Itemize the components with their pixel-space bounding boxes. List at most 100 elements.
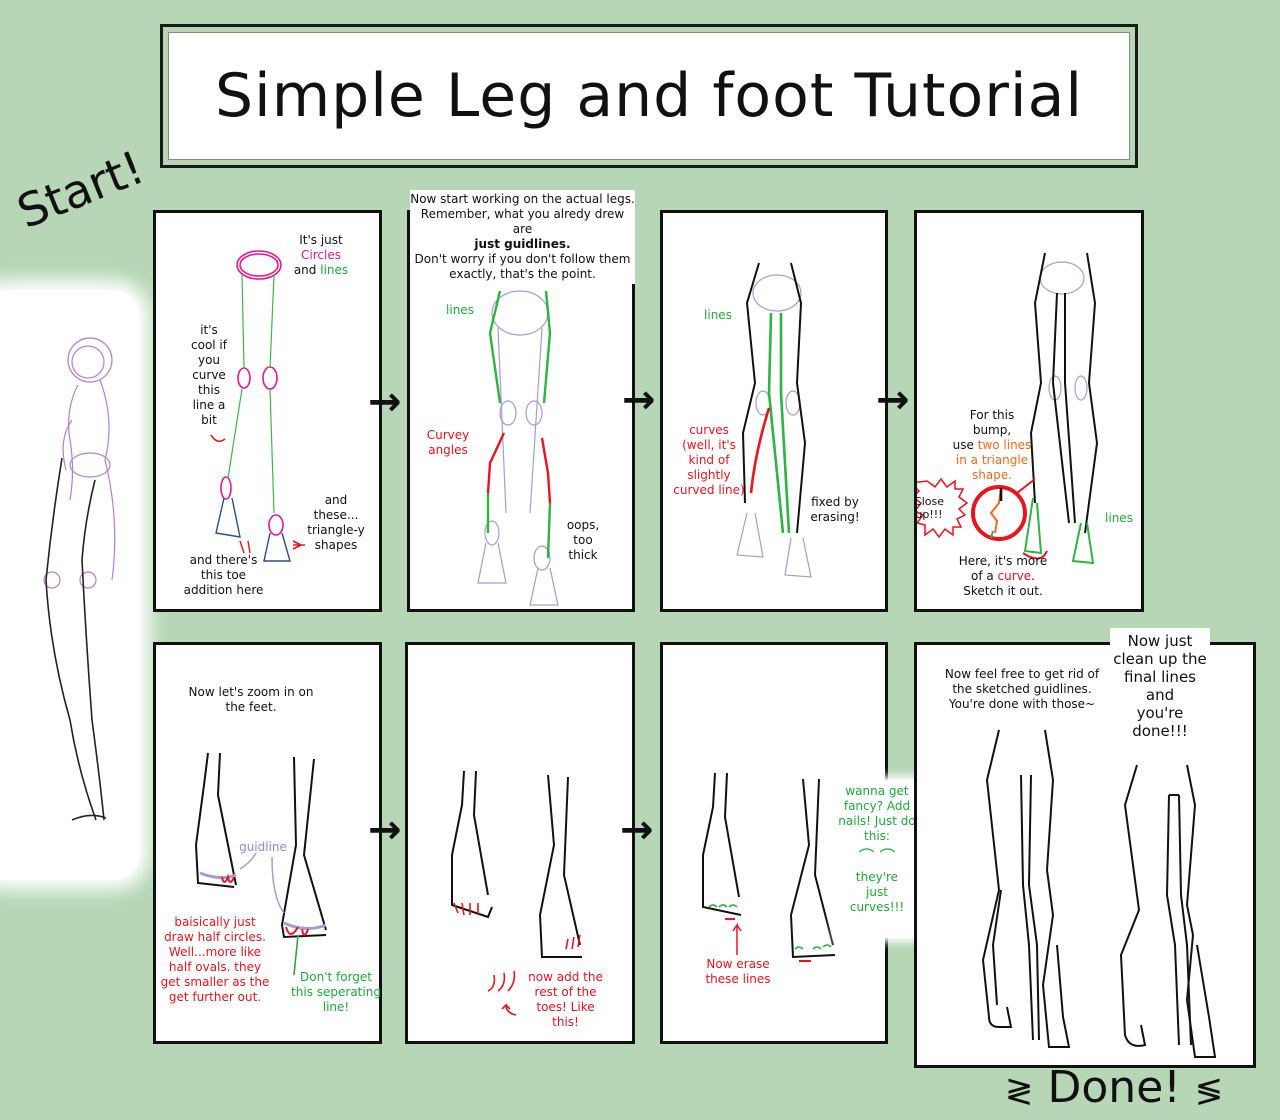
- separating-note: Don't forget this seperating line!: [291, 970, 381, 1015]
- page-title: Simple Leg and foot Tutorial: [214, 61, 1084, 131]
- note-line: the feet.: [225, 700, 277, 714]
- note-line: Well...more like: [168, 945, 262, 959]
- note-line: get smaller as the: [160, 975, 270, 989]
- note-line: this seperating: [291, 985, 381, 999]
- note-line: clean up the: [1113, 650, 1207, 668]
- note-line: this!: [552, 1015, 579, 1029]
- note-lines: lines: [320, 263, 349, 277]
- note-line: these lines: [705, 972, 771, 986]
- note-line: up!!!: [915, 508, 943, 521]
- full-body-sketch-area: [0, 290, 140, 880]
- note-line: now add the: [528, 970, 603, 984]
- note-line: (well, it's: [682, 438, 736, 452]
- note-line: fancy? Add: [843, 799, 911, 813]
- note-line: in a triangle: [955, 453, 1029, 467]
- note-line: toes! Like: [536, 1000, 595, 1014]
- note-line: line!: [322, 1000, 350, 1014]
- note-line: curves!!!: [849, 900, 905, 914]
- note-line: Now let's zoom in on: [188, 685, 314, 699]
- header-line: Don't worry if you don't follow them: [414, 252, 631, 266]
- curvey-note: Curvey angles: [418, 428, 478, 458]
- toe-note: and there's this toe addition here: [176, 553, 271, 598]
- guidlines-note: Now feel free to get rid of the sketched…: [937, 667, 1107, 712]
- header-line: Remember, what you alredy drew are: [420, 207, 625, 236]
- note-line: wanna get: [845, 784, 909, 798]
- note-line: For this: [969, 408, 1015, 422]
- panel-7-sketch-icon: [702, 772, 836, 962]
- squiggle-icon: ≶: [1194, 1071, 1224, 1111]
- note-line: you: [197, 353, 221, 367]
- note-and: and: [293, 263, 317, 277]
- clean-up-note: Now just clean up the final lines and yo…: [1110, 628, 1210, 744]
- note-two-lines: two lines: [977, 438, 1032, 452]
- note-line: It's just: [299, 233, 343, 247]
- note-line: oops,: [566, 518, 600, 532]
- note-line: triangle-y: [307, 523, 365, 537]
- header-line: exactly, that's the point.: [449, 267, 596, 281]
- note-line: addition here: [183, 583, 264, 597]
- panel-1-sketch-icon: [210, 250, 305, 562]
- note-line: they're: [855, 870, 899, 884]
- zoom-note: Now let's zoom in on the feet.: [181, 685, 321, 715]
- oops-note: oops, too thick: [560, 518, 606, 563]
- note-line: this:: [864, 829, 890, 843]
- panel-2-sketch-icon: [477, 290, 559, 606]
- panel-6-sketch-icon: [451, 770, 582, 1016]
- note-line: Don't forget: [300, 970, 372, 984]
- note-line: these...: [313, 508, 359, 522]
- note-line: angles: [428, 443, 468, 457]
- bump-note: For this bump, use two lines in a triang…: [937, 408, 1047, 483]
- note-line: Here, it's more: [958, 554, 1048, 568]
- note-of-a: of a: [970, 569, 994, 583]
- note-line: Curvey: [426, 428, 470, 442]
- note-line: slightly: [687, 468, 731, 482]
- done-text: Done!: [1047, 1062, 1181, 1113]
- note-line: Now erase: [706, 957, 770, 971]
- note-line: and there's: [189, 553, 258, 567]
- curve-note: Here, it's more of a curve. Sketch it ou…: [947, 554, 1059, 599]
- note-line: You're done with those~: [948, 697, 1096, 711]
- panel-2-header: Now start working on the actual legs. Re…: [410, 190, 635, 284]
- note-line: kind of: [688, 453, 730, 467]
- note-line: Sketch it out.: [963, 584, 1043, 598]
- note-line: Now just: [1127, 632, 1193, 650]
- note-line: nails! Just do: [838, 814, 916, 828]
- note-curve: curve: [997, 569, 1032, 583]
- panel-5-sketch-icon: [194, 752, 327, 976]
- note-line: erasing!: [810, 510, 860, 524]
- nail-curves-icon: ⌒ ⌒: [858, 847, 896, 866]
- squiggle-icon: ≷: [1005, 1071, 1034, 1111]
- note-line: cool if: [191, 338, 227, 352]
- panel-6-rest-of-toes: now add the rest of the toes! Like this!: [405, 642, 635, 1044]
- note-line: Now feel free to get rid of: [944, 667, 1100, 681]
- panel-3-curves: lines curves (well, it's kind of slightl…: [660, 210, 888, 612]
- panel-8-final-legs-icon: [981, 729, 1217, 1058]
- full-body-sketch-icon: [43, 337, 116, 821]
- shapes-note: It's just Circles and lines: [286, 233, 356, 278]
- lines-note: lines: [446, 303, 474, 317]
- note-line: final lines and: [1124, 668, 1196, 704]
- note-line: shapes: [314, 538, 358, 552]
- note-line: this toe: [200, 568, 247, 582]
- panel-4-sketch-icon: [917, 252, 1099, 565]
- note-line: you're done!!!: [1132, 704, 1188, 740]
- note-line: draw half circles.: [164, 930, 266, 944]
- half-circles-note: baisically just draw half circles. Well.…: [159, 915, 271, 1005]
- guidline-note: guidline: [239, 840, 287, 854]
- right-arrow-icon: →: [368, 807, 402, 853]
- lines-note: lines: [704, 308, 732, 322]
- erase-note: Now erase these lines: [693, 957, 783, 987]
- note-line: bit: [201, 413, 217, 427]
- note-line: shape.: [971, 468, 1013, 482]
- note-line: curve: [192, 368, 226, 382]
- right-arrow-icon: →: [622, 377, 656, 423]
- panel-4-bump: For this bump, use two lines in a triang…: [914, 210, 1144, 612]
- note-line: thick: [568, 548, 598, 562]
- panel-3-sketch-icon: [736, 262, 812, 578]
- note-line: just: [866, 885, 888, 899]
- lines-note: lines: [1105, 511, 1133, 525]
- note-line: and: [324, 493, 348, 507]
- right-arrow-icon: →: [876, 377, 910, 423]
- note-line: baisically just: [174, 915, 256, 929]
- rest-toes-note: now add the rest of the toes! Like this!: [523, 970, 608, 1030]
